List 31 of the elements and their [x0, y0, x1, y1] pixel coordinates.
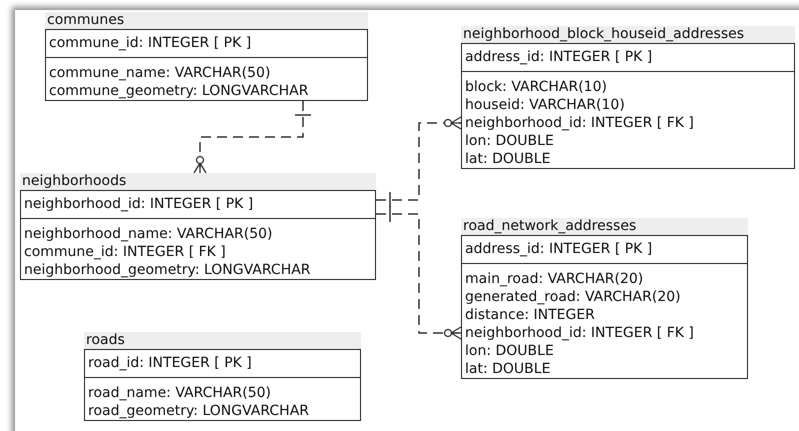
attribute-row-text: main_road: VARCHAR(20)	[464, 270, 644, 288]
attribute-row-text: neighborhood_id: INTEGER [ FK ]	[464, 114, 695, 132]
attribute-row-text: neighborhood_id: INTEGER [ FK ]	[464, 324, 695, 342]
table-title: neighborhood_block_houseid_addresses	[461, 26, 795, 43]
attribute-row-text: commune_name: VARCHAR(50)	[48, 64, 272, 82]
attribute-row-text: road_name: VARCHAR(50)	[87, 384, 272, 402]
attribute-row-text: generated_road: VARCHAR(20)	[464, 288, 682, 306]
primary-key-row: address_id: INTEGER [ PK ]	[462, 236, 747, 264]
table-title: road_network_addresses	[461, 218, 748, 235]
primary-key-row: road_id: INTEGER [ PK ]	[85, 350, 360, 378]
attribute-row-text: houseid: VARCHAR(10)	[464, 96, 626, 114]
attribute-row-text: lat: DOUBLE	[464, 150, 552, 168]
attribute-row-text: lon: DOUBLE	[464, 132, 555, 150]
attribute-row-text: distance: INTEGER	[464, 306, 596, 324]
attribute-row-text: neighborhood_geometry: LONGVARCHAR	[23, 261, 312, 279]
attribute-row-text: commune_geometry: LONGVARCHAR	[48, 82, 310, 100]
relationship-line	[376, 205, 462, 340]
attribute-row-text: neighborhood_name: VARCHAR(50)	[23, 225, 274, 243]
attribute-row-text: block: VARCHAR(10)	[464, 78, 608, 96]
relationship-line	[376, 116, 462, 209]
primary-key-row: address_id: INTEGER [ PK ]	[462, 44, 794, 72]
table-title: roads	[84, 332, 361, 349]
attribute-row-text: lat: DOUBLE	[464, 360, 552, 378]
relationship-line	[193, 101, 312, 174]
attribute-row-text: road_geometry: LONGVARCHAR	[87, 402, 310, 420]
table-title: communes	[45, 12, 368, 29]
attribute-row-text: commune_id: INTEGER [ FK ]	[23, 243, 227, 261]
attribute-row-text: lon: DOUBLE	[464, 342, 555, 360]
table-title: neighborhoods	[20, 173, 376, 190]
primary-key-row: neighborhood_id: INTEGER [ PK ]	[21, 191, 375, 219]
primary-key-row: commune_id: INTEGER [ PK ]	[46, 30, 367, 58]
